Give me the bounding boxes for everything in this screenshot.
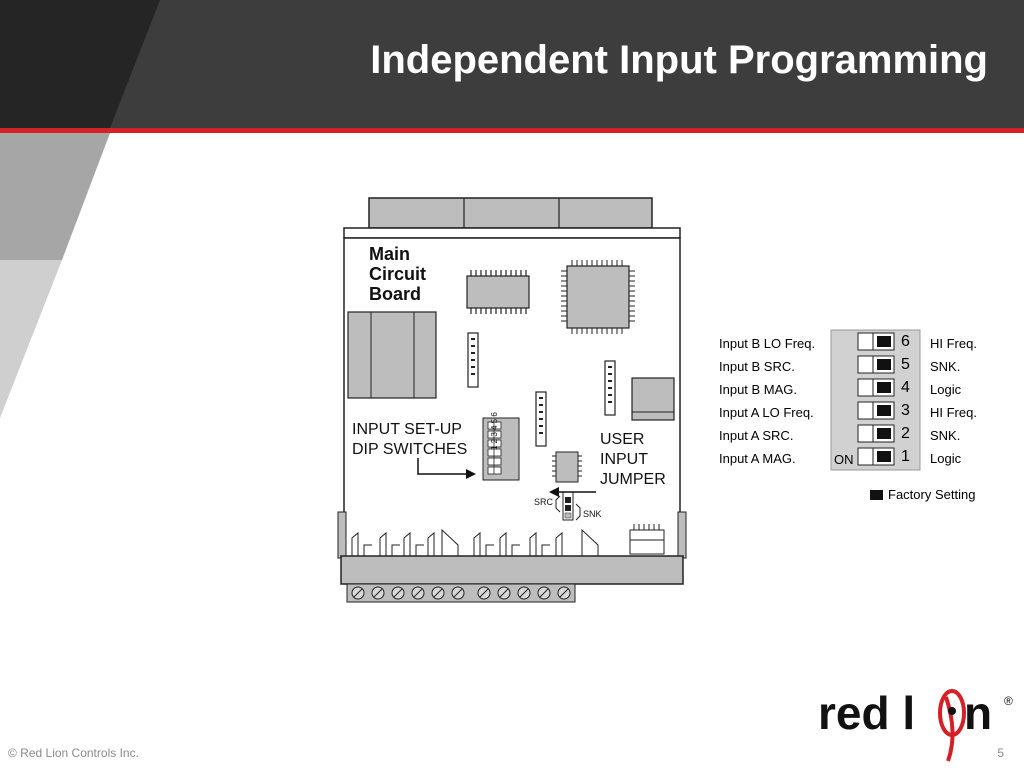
user-input-jumper-label: USER INPUT JUMPER xyxy=(600,431,666,488)
svg-text:n: n xyxy=(964,687,992,739)
dip-row-1-right: Logic xyxy=(930,451,962,466)
dip-row-6-right: HI Freq. xyxy=(930,336,977,351)
jumper-snk-label: SNK xyxy=(583,509,602,519)
page-number: 5 xyxy=(997,746,1004,760)
dip-row-5-number: 5 xyxy=(901,356,910,373)
dip-row-4-number: 4 xyxy=(901,379,910,396)
red-divider xyxy=(0,128,1024,133)
dip-row-6-left: Input B LO Freq. xyxy=(719,336,816,351)
main-circuit-board-label: Main Circuit Board xyxy=(369,244,427,304)
dip-row-1-left: Input A MAG. xyxy=(719,451,796,466)
title-bar-accent xyxy=(0,0,160,128)
dip-row-3-number: 3 xyxy=(901,402,910,419)
on-label: ON xyxy=(834,452,854,467)
dip-row-6-number: 6 xyxy=(901,333,910,350)
title-bar xyxy=(0,0,1024,128)
dip-switches-label: INPUT SET-UP DIP SWITCHES xyxy=(352,421,468,458)
factory-setting-swatch xyxy=(870,490,883,500)
page-title: Independent Input Programming xyxy=(370,38,988,82)
dip-row-3-right: HI Freq. xyxy=(930,405,977,420)
decorative-stripes xyxy=(0,133,110,418)
dip-row-2-left: Input A SRC. xyxy=(719,428,794,443)
dip-row-5-left: Input B SRC. xyxy=(719,359,795,374)
svg-text:red l: red l xyxy=(818,687,915,739)
red-lion-logo: red l n ® xyxy=(818,687,1013,762)
board-dip-numbers: 1 2 3 4 5 6 xyxy=(490,412,499,450)
svg-text:®: ® xyxy=(1004,694,1013,708)
jumper-src-label: SRC xyxy=(534,497,554,507)
factory-setting-legend: Factory Setting xyxy=(888,487,976,502)
dip-row-1-number: 1 xyxy=(901,448,910,465)
dip-row-2-number: 2 xyxy=(901,425,910,442)
dip-row-3-left: Input A LO Freq. xyxy=(719,405,814,420)
copyright-footer: © Red Lion Controls Inc. xyxy=(8,746,139,760)
dip-row-2-right: SNK. xyxy=(930,428,961,443)
dip-row-4-right: Logic xyxy=(930,382,962,397)
dip-row-4-left: Input B MAG. xyxy=(719,382,798,397)
dip-row-5-right: SNK. xyxy=(930,359,961,374)
